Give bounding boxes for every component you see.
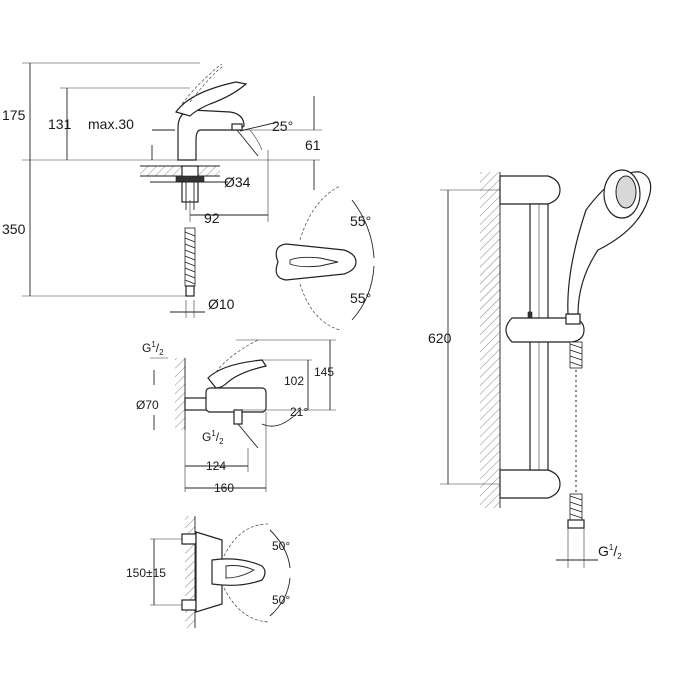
- thread-outlet: G1/2: [202, 429, 224, 446]
- dim-centres: 150±15: [126, 566, 166, 580]
- top-angle-upper: 55°: [350, 213, 371, 229]
- shower-rail-set: 620 G1/2: [428, 169, 652, 568]
- dim-reach: 92: [204, 210, 220, 226]
- bath-mixer-top-view: 150±15 50° 50°: [126, 516, 291, 628]
- thread-top: G1/2: [142, 340, 164, 357]
- basin-mixer-side-view: 175 131 max.30 25° 61 Ø34 92 350 Ø10: [2, 62, 322, 318]
- dim-rail-length: 620: [428, 330, 452, 346]
- shower-hose: [567, 341, 585, 529]
- dim-reach-spout: 124: [206, 459, 226, 473]
- dim-height-total: 145: [314, 365, 334, 379]
- dim-below-deck: 350: [2, 221, 26, 237]
- top-angle-lower: 55°: [350, 290, 371, 306]
- bath-mixer-side-view: G1/2 Ø70 102 145 21° G1/2 124 160: [136, 339, 336, 495]
- dim-spout-angle: 25°: [272, 118, 293, 134]
- flex-hose: [184, 227, 196, 297]
- basin-mixer-top-view: 55° 55°: [275, 185, 375, 331]
- dim-height-spout: 102: [284, 374, 304, 388]
- dim-flange: Ø70: [136, 398, 159, 412]
- dim-outlet: 61: [305, 137, 321, 153]
- dim-total-height: 175: [2, 107, 26, 123]
- dim-hose: Ø10: [208, 296, 235, 312]
- dim-max-projection: max.30: [88, 116, 134, 132]
- bath-angle-upper: 50°: [272, 539, 290, 553]
- dim-angle: 21°: [290, 405, 308, 419]
- bath-angle-lower: 50°: [272, 593, 290, 607]
- dim-reach-total: 160: [214, 481, 234, 495]
- dim-spout-height: 131: [48, 116, 72, 132]
- dim-hole: Ø34: [224, 174, 251, 190]
- thread-shower: G1/2: [598, 543, 622, 561]
